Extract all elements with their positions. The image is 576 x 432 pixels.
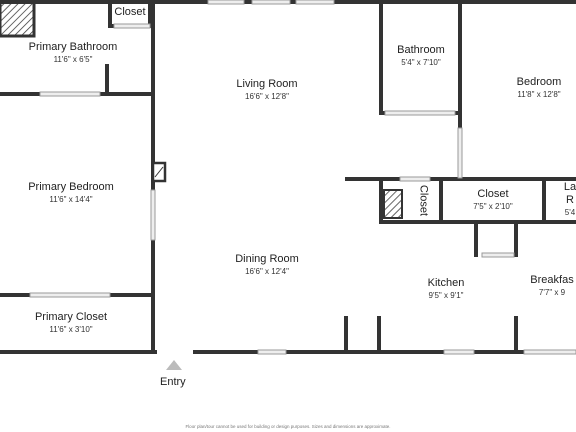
room-kitchen: Kitchen 9'5" x 9'1" [427,277,465,300]
room-dining-room: Dining Room 16'6" x 12'4" [235,253,299,276]
room-bedroom: Bedroom 11'8" x 12'8" [516,76,562,99]
room-living-room: Living Room 16'6" x 12'8" [236,78,298,101]
room-primary-bathroom: Primary Bathroom 11'6" x 6'5" [28,41,118,64]
disclaimer: Floor plan/tour cannot be used for build… [185,424,391,429]
chimney-block [0,0,36,38]
room-closet-top: Closet [114,6,146,18]
room-primary-bedroom: Primary Bedroom 11'6" x 14'4" [28,181,114,204]
chimney-block-mid [383,189,403,219]
room-primary-closet: Primary Closet 11'6" x 3'10" [34,311,108,334]
entry-arrow-icon [166,360,182,370]
room-laundry-partial: La R 5'4 [563,181,576,217]
room-closet-mid: Closet 7'5" x 2'10" [473,188,513,211]
room-closet-vertical: Closet [417,184,430,217]
windows [29,0,576,355]
walls [0,0,576,354]
room-bathroom: Bathroom 5'4" x 7'10" [397,44,445,67]
entry-label: Entry [160,376,186,388]
room-breakfast: Breakfas 7'7" x 9 [530,274,574,297]
